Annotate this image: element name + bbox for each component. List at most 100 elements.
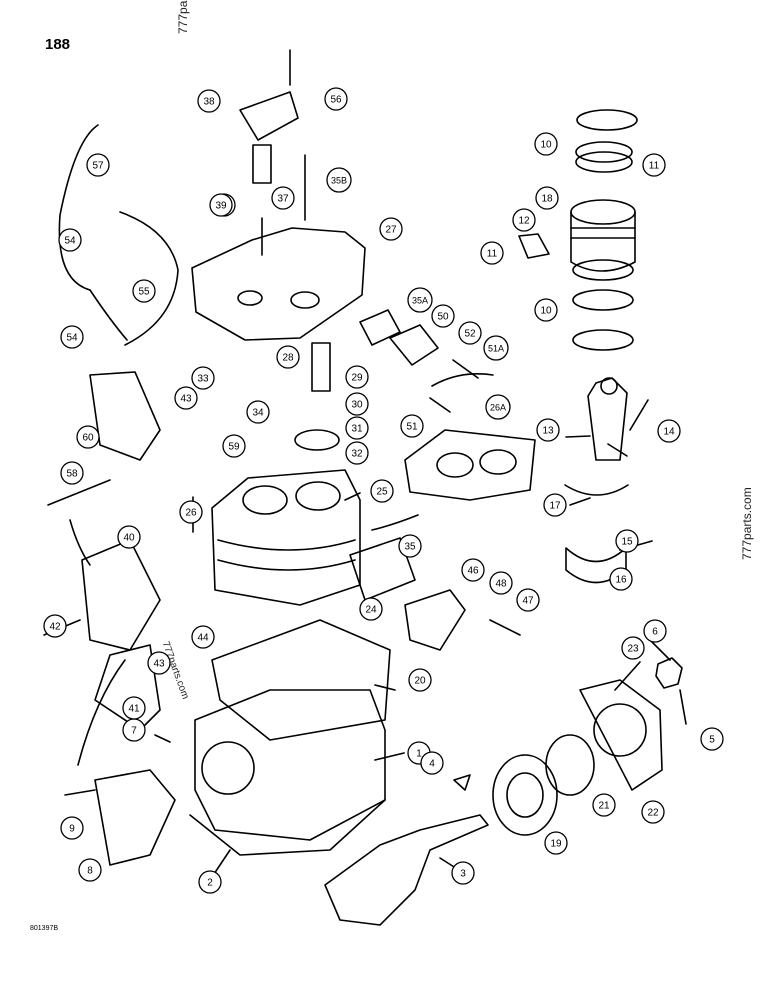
- end-cover: [94, 769, 176, 866]
- mounting-bracket: [94, 644, 161, 731]
- piston-body: [570, 211, 636, 272]
- callout-label: 9: [69, 824, 75, 835]
- cylinder-head: [191, 227, 366, 341]
- callout-circle: [147, 651, 171, 675]
- callout-label: 51: [406, 422, 418, 433]
- callout-label: 27: [385, 225, 397, 236]
- callout-label: 50: [437, 312, 449, 323]
- callout-label: 35B: [331, 176, 347, 186]
- callout-label: 39: [215, 201, 227, 212]
- callout-26A: 26A: [485, 394, 511, 420]
- callout-label: 60: [82, 433, 94, 444]
- callout-18: 18: [535, 186, 559, 210]
- callout-label: 58: [66, 469, 78, 480]
- figure-code: 801397B: [30, 925, 59, 932]
- connecting-rod: [587, 377, 628, 461]
- callout-25: 25: [370, 479, 394, 503]
- callout-17: 17: [543, 493, 567, 517]
- arrow-2: [77, 659, 126, 766]
- callout-label: 43: [180, 394, 192, 405]
- callout-circle: [86, 153, 110, 177]
- callout-51: 51: [400, 414, 424, 438]
- callout-circle: [198, 870, 222, 894]
- callout-circle: [643, 619, 667, 643]
- callout-5: 5: [700, 727, 724, 751]
- callout-label: 35: [404, 542, 416, 553]
- callout-label: 12: [518, 216, 530, 227]
- bolt-9: [64, 789, 96, 796]
- callout-57: 57: [86, 153, 110, 177]
- callout-circle: [370, 479, 394, 503]
- callout-circle: [179, 500, 203, 524]
- callout-27: 27: [379, 217, 403, 241]
- callout-label: 28: [282, 353, 294, 364]
- callout-circle: [483, 335, 509, 361]
- callout-60: 60: [76, 425, 100, 449]
- callout-circle: [76, 425, 100, 449]
- bolt-51: [429, 397, 451, 413]
- callout-43: 43: [147, 651, 171, 675]
- callout-label: 21: [598, 801, 610, 812]
- callout-26: 26: [179, 500, 203, 524]
- callout-label: 47: [522, 596, 534, 607]
- bolt-47: [489, 619, 521, 636]
- callout-circle: [132, 279, 156, 303]
- piston-ring-4: [572, 259, 634, 281]
- callout-circle: [621, 636, 645, 660]
- callout-12: 12: [512, 208, 536, 232]
- callout-42: 42: [43, 614, 67, 638]
- callout-label: 33: [197, 374, 209, 385]
- callout-label: 52: [464, 329, 476, 340]
- arrow-3: [431, 373, 494, 387]
- callout-circle: [58, 228, 82, 252]
- callout-50: 50: [431, 304, 455, 328]
- callout-circle: [60, 461, 84, 485]
- callout-label: 18: [541, 194, 553, 205]
- callout-circle: [276, 345, 300, 369]
- bolt-58: [47, 479, 111, 506]
- callout-label: 31: [351, 424, 363, 435]
- callout-54: 54: [60, 325, 84, 349]
- callout-label: 7: [131, 726, 137, 737]
- callout-circle: [420, 751, 444, 775]
- callout-46: 46: [461, 558, 485, 582]
- ball-bearing: [492, 754, 558, 836]
- bolt-23: [614, 661, 641, 691]
- callout-circle: [451, 861, 475, 885]
- callout-23: 23: [621, 636, 645, 660]
- arrow-5: [89, 289, 128, 341]
- callout-circle: [615, 529, 639, 553]
- callout-circle: [209, 193, 233, 217]
- callout-label: 57: [92, 161, 104, 172]
- callout-circle: [536, 418, 560, 442]
- callout-33: 33: [191, 366, 215, 390]
- callout-19: 19: [544, 831, 568, 855]
- callout-circle: [408, 668, 432, 692]
- unloader-spring: [252, 144, 272, 184]
- callout-label: 13: [542, 426, 554, 437]
- callout-circle: [345, 365, 369, 389]
- callout-label: 2: [207, 878, 213, 889]
- crankshaft: [324, 814, 489, 926]
- callout-circle: [326, 167, 352, 193]
- callout-label: 1: [416, 749, 422, 760]
- rod-bolt: [629, 399, 649, 431]
- base-gasket: [189, 799, 386, 856]
- callout-41: 41: [122, 696, 146, 720]
- callout-circle: [657, 419, 681, 443]
- arrow-4: [371, 514, 419, 531]
- callout-44: 44: [191, 625, 215, 649]
- callout-label: 41: [128, 704, 140, 715]
- callout-circle: [197, 89, 221, 113]
- callout-label: 22: [647, 808, 659, 819]
- callout-14: 14: [657, 419, 681, 443]
- callout-circle: [60, 816, 84, 840]
- callout-label: 37: [277, 194, 289, 205]
- piston-pin: [518, 233, 550, 259]
- callout-circle: [609, 567, 633, 591]
- callout-circle: [489, 571, 513, 595]
- callout-circle: [407, 287, 433, 313]
- arrow-1: [69, 519, 91, 566]
